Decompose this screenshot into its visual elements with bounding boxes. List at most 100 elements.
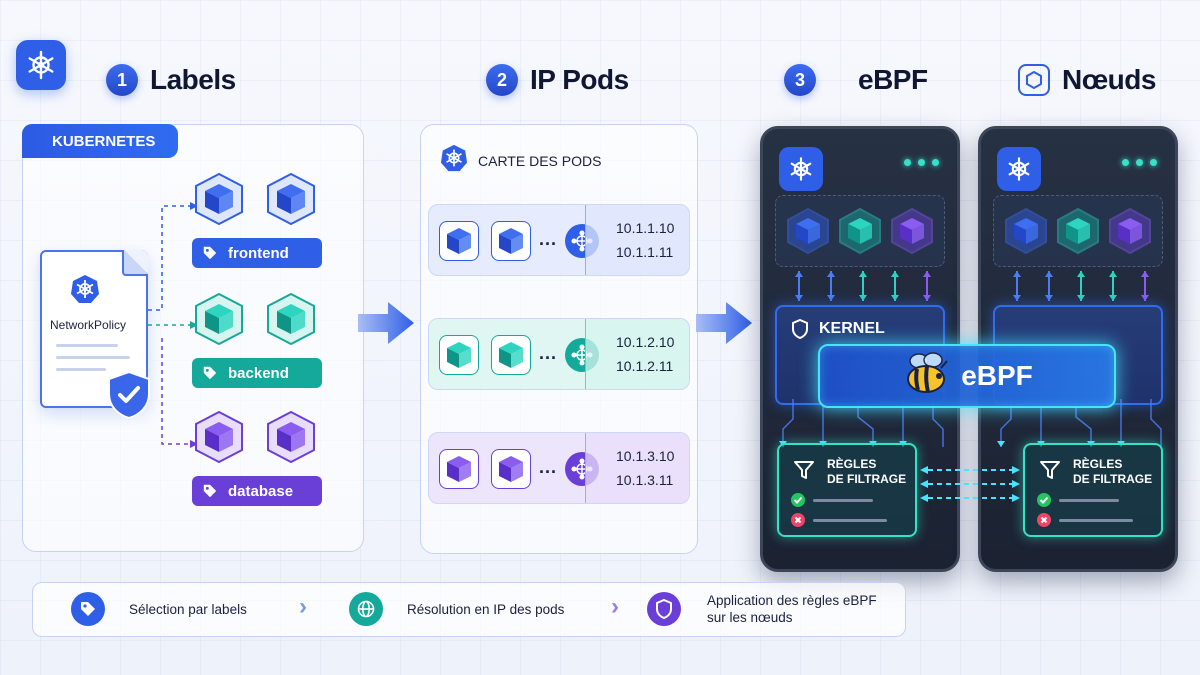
label-connectors <box>148 202 198 448</box>
label-tag-text: database <box>228 482 294 500</box>
step-2-number: 2 <box>486 64 518 96</box>
filter-rules-box: RÈGLES DE FILTRAGE <box>777 443 917 537</box>
label-tag-database: database <box>192 476 322 506</box>
traffic-arrows <box>1013 271 1149 301</box>
filter-rules-title-line: RÈGLES <box>1073 457 1123 471</box>
tag-icon <box>71 592 105 626</box>
cross-icon <box>791 513 805 527</box>
kubernetes-logo-icon <box>779 147 823 191</box>
shield-icon <box>647 592 681 626</box>
nodes-title: Nœuds <box>1062 64 1156 95</box>
pod-ip: 10.1.2.10 <box>616 334 675 350</box>
pod-cube-icon <box>491 449 531 489</box>
shield-icon <box>792 319 808 339</box>
pod-ip: 10.1.3.10 <box>616 448 675 464</box>
pod-cube-icon <box>439 449 479 489</box>
label-tag-backend: backend <box>192 358 322 388</box>
check-icon <box>1037 493 1051 507</box>
ebpf-banner-label: eBPF <box>961 360 1033 391</box>
legend-item-ip: Résolution en IP des pods <box>349 592 564 626</box>
pod-cube-icon <box>787 207 829 255</box>
pod-cube-icon <box>839 207 881 255</box>
pod-cube-icon <box>192 172 246 226</box>
pod-ip: 10.1.2.11 <box>616 358 674 374</box>
pod-cube-icon <box>891 207 933 255</box>
network-policy-label: NetworkPolicy <box>50 318 127 332</box>
pod-cube-icon <box>192 292 246 346</box>
tag-icon <box>203 246 217 260</box>
globe-icon <box>349 592 383 626</box>
rule-line <box>813 519 887 522</box>
filter-rules-title-line: RÈGLES <box>827 457 877 471</box>
step-3-title: eBPF <box>858 64 928 95</box>
doc-line <box>56 368 106 371</box>
legend-text: Application des règles eBPF sur les nœud… <box>707 592 877 626</box>
document-fold <box>122 250 148 276</box>
kubernetes-logo-icon <box>16 40 66 90</box>
tag-icon <box>203 366 217 380</box>
step-3-header: 3 eBPF <box>784 64 928 96</box>
pod-cube-icon <box>491 221 531 261</box>
pod-ip: 10.1.3.11 <box>616 472 674 488</box>
pod-cube-icon <box>264 292 318 346</box>
filter-rules-title: RÈGLES DE FILTRAGE <box>827 457 917 487</box>
cross-icon <box>1037 513 1051 527</box>
node-pods <box>993 195 1163 267</box>
doc-line <box>56 344 118 347</box>
rule-line <box>1059 499 1119 502</box>
doc-line <box>56 356 130 359</box>
legend-text: Résolution en IP des pods <box>407 601 565 617</box>
pod-row-frontend: ... 10.1.1.10 10.1.1.11 <box>428 204 690 276</box>
legend-bar: Sélection par labels › Résolution en IP … <box>32 582 906 637</box>
kernel-label: KERNEL <box>791 319 885 339</box>
legend-text-line: sur les nœuds <box>707 610 793 625</box>
status-lights <box>904 159 939 166</box>
pod-ip-list: 10.1.1.10 10.1.1.11 <box>585 205 689 275</box>
label-tag-text: backend <box>228 364 289 382</box>
legend-item-labels: Sélection par labels <box>71 592 247 626</box>
filter-rules-title-line: DE FILTRAGE <box>1073 472 1153 486</box>
pod-map-header: CARTE DES PODS <box>440 144 601 177</box>
pod-row-backend: ... 10.1.2.10 10.1.2.11 <box>428 318 690 390</box>
step-1-title: Labels <box>150 64 236 95</box>
nodes-header: Nœuds <box>1018 64 1156 96</box>
pod-cube-icon <box>1109 207 1151 255</box>
sync-arrows <box>920 466 1020 502</box>
legend-item-ebpf: Application des règles eBPF sur les nœud… <box>647 592 877 626</box>
bee-icon <box>901 351 951 402</box>
tag-icon <box>203 484 217 498</box>
filter-rules-box: RÈGLES DE FILTRAGE <box>1023 443 1163 537</box>
chevron-right-icon: › <box>299 593 307 620</box>
pod-cube-icon <box>491 335 531 375</box>
status-lights <box>1122 159 1157 166</box>
more-pods-ellipsis: ... <box>539 343 558 363</box>
node-pods <box>775 195 945 267</box>
filter-icon <box>794 461 814 479</box>
filter-rules-title: RÈGLES DE FILTRAGE <box>1073 457 1163 487</box>
pod-row-database: ... 10.1.3.10 10.1.3.11 <box>428 432 690 504</box>
circuit-lines <box>997 399 1162 447</box>
pod-map-title: CARTE DES PODS <box>478 152 602 169</box>
kubernetes-tab: KUBERNETES <box>22 124 178 158</box>
pod-cube-icon <box>264 172 318 226</box>
step-1-header: 1 Labels <box>106 64 236 96</box>
kubernetes-icon <box>440 144 468 177</box>
pod-cube-icon <box>439 335 479 375</box>
rule-line <box>813 499 873 502</box>
pod-cube-icon <box>439 221 479 261</box>
kubernetes-icon <box>70 274 100 309</box>
pod-ip: 10.1.1.11 <box>616 244 674 260</box>
ebpf-banner: eBPF <box>818 344 1116 408</box>
traffic-arrows <box>795 271 931 301</box>
flow-arrow-icon <box>358 302 414 344</box>
pod-cube-icon <box>264 410 318 464</box>
rule-line <box>1059 519 1133 522</box>
hexagon-node-icon <box>1018 64 1050 96</box>
legend-text-line: Application des règles eBPF <box>707 593 877 608</box>
kubernetes-logo-icon <box>997 147 1041 191</box>
step-3-number: 3 <box>784 64 816 96</box>
flow-arrow-icon <box>696 302 752 344</box>
step-2-title: IP Pods <box>530 64 629 95</box>
step-2-header: 2 IP Pods <box>486 64 629 96</box>
pod-ip: 10.1.1.10 <box>616 220 675 236</box>
